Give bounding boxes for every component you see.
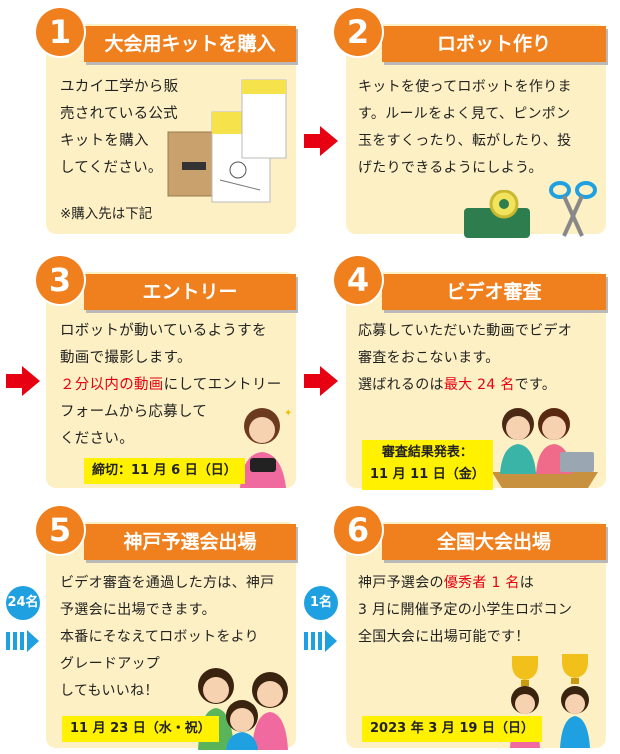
- arrow-right-icon: [6, 366, 40, 396]
- step-2-title: ロボット作り: [382, 26, 606, 62]
- step-2-number: 2: [334, 8, 382, 56]
- step-4-text: 応募していただいた動画でビデオ 審査をおこないます。 選ばれるのは最大 24 名…: [358, 323, 573, 393]
- step-3-title: エントリー: [84, 274, 296, 310]
- count-badge-1: 1名: [304, 586, 338, 620]
- arrow-right-icon: [304, 126, 338, 156]
- step-4-number: 4: [334, 256, 382, 304]
- step-6-text: 神戸予選会の優秀者 1 名は 3 月に開催予定の小学生ロボコン 全国大会に出場可…: [358, 575, 573, 645]
- blue-arrow-icon: [304, 630, 337, 652]
- step-4-title: ビデオ審査: [382, 274, 606, 310]
- step-3-deadline-badge: 締切：11 月 6 日（日）: [84, 458, 245, 484]
- blue-arrow-icon: [6, 630, 39, 652]
- scissors-icon: [549, 181, 597, 237]
- arrow-right-icon: [304, 366, 338, 396]
- kids-with-laptop-icon: [492, 408, 598, 488]
- step-3-number: 3: [36, 256, 84, 304]
- step-4-result-badge: 審査結果発表： 11 月 11 日（金）: [362, 440, 493, 490]
- step-2-text: キットを使ってロボットを作りま す。ルールをよく見て、ピンポン 玉をすくったり、…: [358, 79, 572, 176]
- step-5-date-badge: 11 月 23 日（水・祝）: [62, 716, 219, 742]
- step-5-title: 神戸予選会出場: [84, 524, 296, 560]
- kit-box-icon: [167, 79, 287, 203]
- step-1-number: 1: [36, 8, 84, 56]
- step-6-number: 6: [334, 506, 382, 554]
- girl-with-phone-icon: ✦: [240, 408, 292, 488]
- step-6-date-badge: 2023 年 3 月 19 日（日）: [362, 716, 542, 742]
- count-badge-24: 24名: [6, 586, 40, 620]
- tape-dispenser-icon: [464, 190, 530, 238]
- step-5-text: ビデオ審査を通過した方は、神戸 予選会に出場できます。 本番にそなえてロボットを…: [60, 575, 275, 699]
- step-6-title: 全国大会出場: [382, 524, 606, 560]
- svg-text:✦: ✦: [284, 408, 292, 419]
- step-5-number: 5: [36, 506, 84, 554]
- step-1-text: ユカイ工学から販 売されている公式 キットを購入 してください。: [60, 79, 179, 176]
- step-1-note: ※購入先は下記: [60, 206, 153, 222]
- step-1-title: 大会用キットを購入: [84, 26, 296, 62]
- step-3-text: ロボットが動いているようすを 動画で撮影します。 ２分以内の動画にしてエントリー…: [60, 323, 282, 447]
